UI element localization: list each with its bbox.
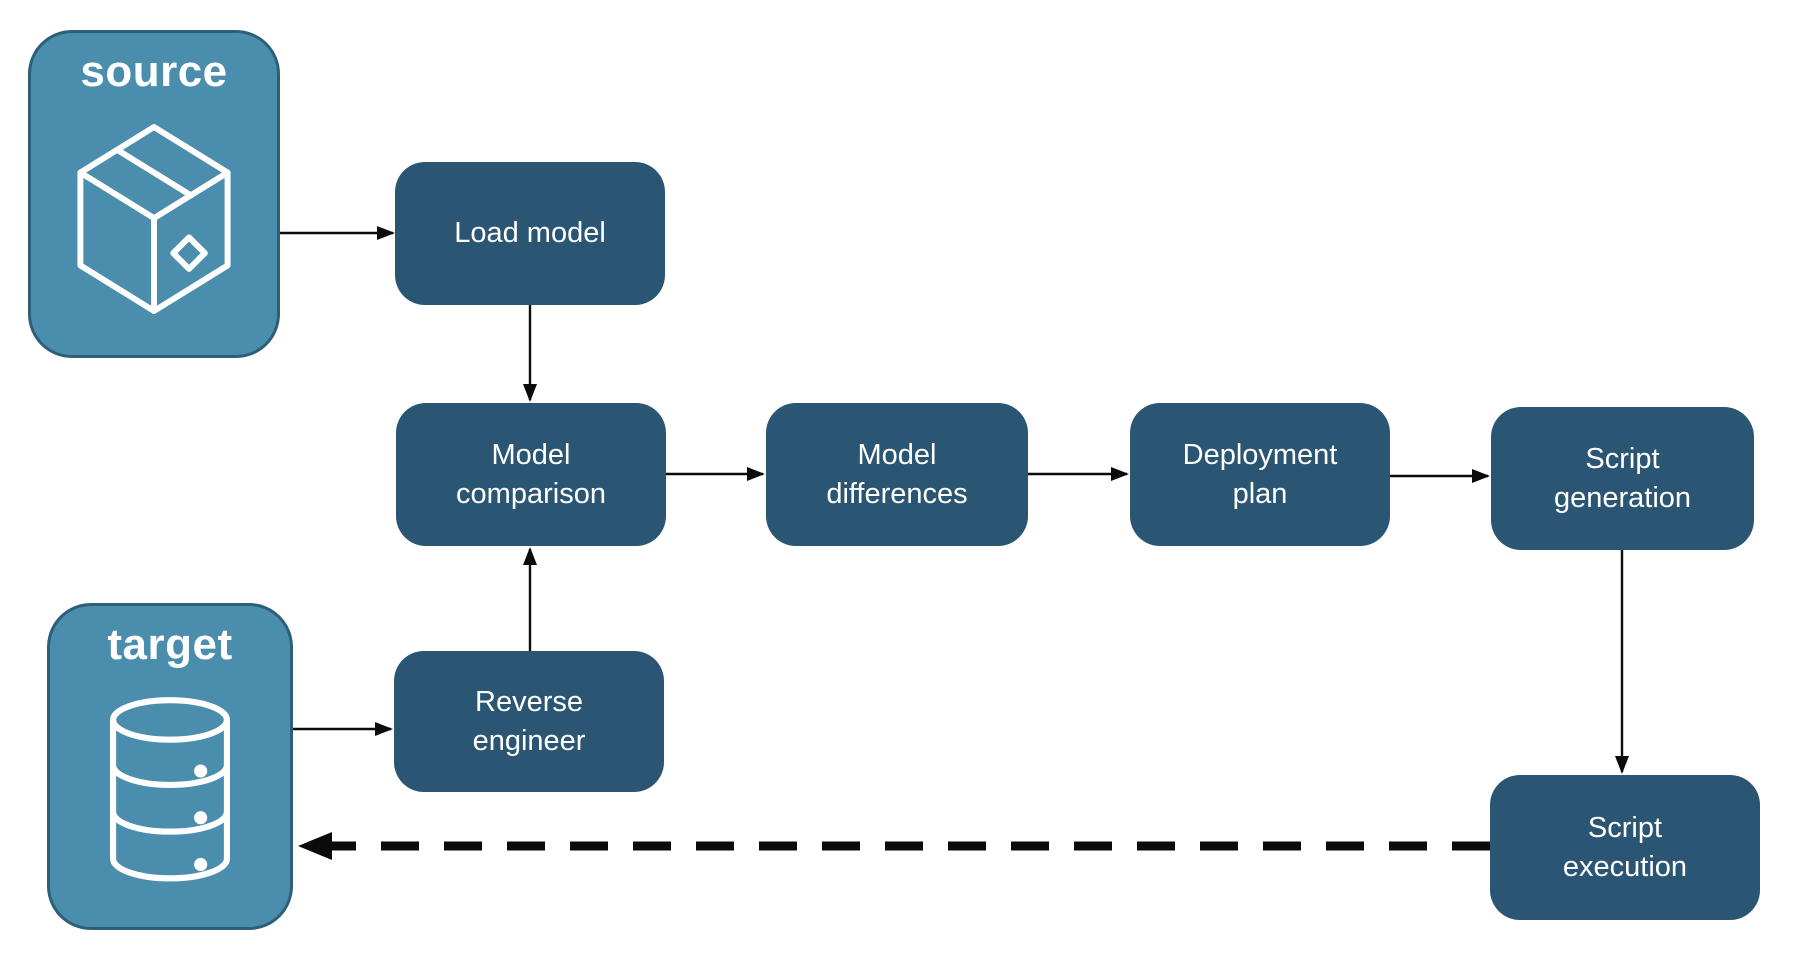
node-script-execution: Script execution bbox=[1490, 775, 1760, 920]
node-label: Script generation bbox=[1553, 443, 1692, 514]
node-label: Reverse engineer bbox=[472, 686, 586, 757]
node-load-model: Load model bbox=[395, 162, 665, 305]
node-target: target bbox=[47, 603, 293, 930]
node-source: source bbox=[28, 30, 280, 358]
node-label: Script execution bbox=[1562, 812, 1688, 883]
target-node-label: target bbox=[107, 620, 233, 669]
node-label: Model differences bbox=[826, 439, 968, 510]
node-script-generation: Script generation bbox=[1491, 407, 1754, 550]
node-label: Load model bbox=[454, 217, 606, 250]
node-label: Deployment plan bbox=[1182, 439, 1338, 510]
node-model-differences: Model differences bbox=[766, 403, 1028, 546]
source-node-label: source bbox=[80, 47, 228, 96]
package-icon bbox=[77, 124, 231, 314]
node-label: Model comparison bbox=[456, 439, 606, 510]
database-icon bbox=[109, 697, 231, 882]
node-deployment-plan: Deployment plan bbox=[1130, 403, 1390, 546]
node-reverse-engineer: Reverse engineer bbox=[394, 651, 664, 792]
node-model-comparison: Model comparison bbox=[396, 403, 666, 546]
